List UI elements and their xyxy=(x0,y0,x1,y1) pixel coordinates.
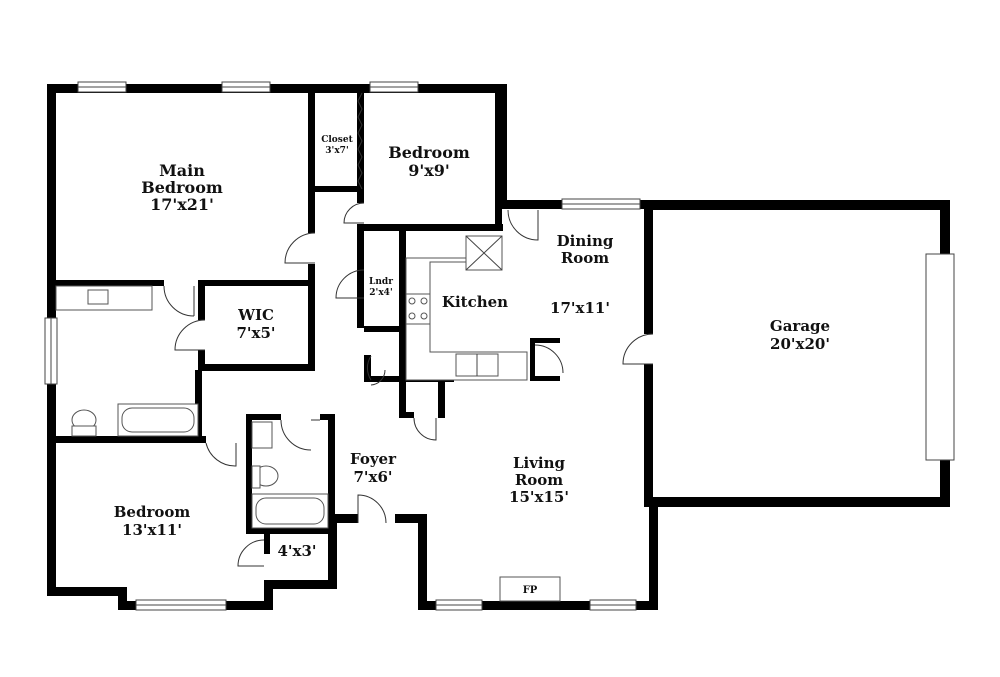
fireplace-label: FP xyxy=(523,585,538,596)
bedroom-2-size: 13'x11' xyxy=(122,521,182,539)
closet-size: 3'x7' xyxy=(325,146,348,156)
garage-name: Garage xyxy=(770,317,830,335)
main-bedroom-name1: Main xyxy=(159,161,205,180)
kitchen-size: 17'x11' xyxy=(550,299,610,317)
laundry-size: 2'x4' xyxy=(369,288,392,298)
foyer-size: 7'x6' xyxy=(353,468,392,486)
wic-size: 7'x5' xyxy=(236,324,275,342)
fireplace xyxy=(499,576,561,602)
kitchen-name: Kitchen xyxy=(442,293,508,311)
living-name2: Room xyxy=(515,471,563,489)
hall-sink xyxy=(251,421,273,449)
sink xyxy=(87,289,109,305)
main-bedroom-name2: Bedroom xyxy=(141,178,223,197)
bedroom-small-size: 9'x9' xyxy=(408,161,450,180)
wic-name: WIC xyxy=(237,306,274,324)
room-labels: Main Bedroom 17'x21' Closet 3'x7' Bedroo… xyxy=(114,135,830,596)
fixtures xyxy=(55,235,561,602)
closet-name: Closet xyxy=(321,135,353,145)
living-name1: Living xyxy=(513,454,566,472)
laundry-name: Lndr xyxy=(369,277,393,287)
windows xyxy=(44,81,955,611)
doors xyxy=(163,92,654,567)
garage-size: 20'x20' xyxy=(770,335,830,353)
foyer-name: Foyer xyxy=(350,450,397,468)
main-bedroom-size: 17'x21' xyxy=(150,195,214,214)
dining-name2: Room xyxy=(561,249,609,267)
dining-name1: Dining xyxy=(557,232,614,250)
closet-small-size: 4'x3' xyxy=(277,542,316,560)
bedroom-small-name: Bedroom xyxy=(388,143,470,162)
bedroom-2-name: Bedroom xyxy=(114,503,191,521)
interior-walls xyxy=(56,93,560,554)
living-size: 15'x15' xyxy=(509,488,569,506)
